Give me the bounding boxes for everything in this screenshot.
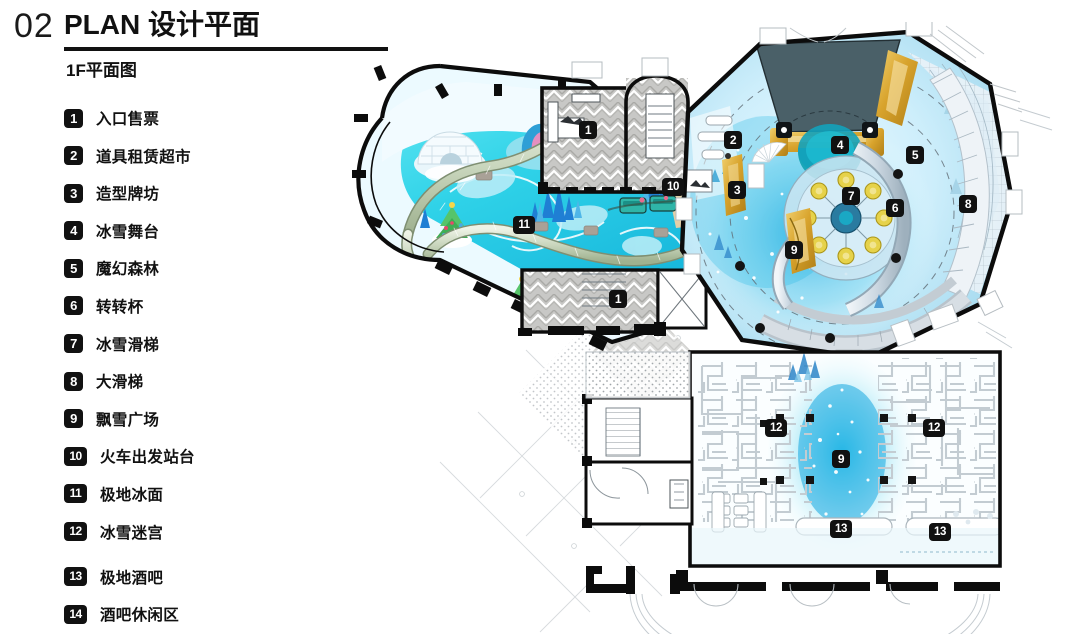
legend-label-7: 冰雪滑梯 [96,336,160,354]
legend-item-4[interactable]: 4 冰雪舞台 [64,221,294,241]
columns [760,414,916,485]
legend-label-2: 道具租赁超市 [96,148,191,166]
section-number: 02 [14,7,54,45]
marker-bar-west[interactable]: 13 [830,520,852,538]
legend-badge-2: 2 [64,146,83,166]
legend-badge-8: 8 [64,371,83,391]
stage-fan [751,142,787,163]
legend-badge-7: 7 [64,334,83,354]
title-underline [64,47,388,51]
legend-label-4: 冰雪舞台 [96,223,160,241]
marker-big-slide[interactable]: 8 [959,195,977,213]
marker-prop-rental[interactable]: 2 [724,131,742,149]
legend-item-9[interactable]: 9 飘雪广场 [64,409,294,429]
kiosk [685,169,713,193]
legend-badge-12: 12 [64,522,87,542]
entry-canopy [629,593,991,634]
marker-snow-plaza-upper[interactable]: 9 [785,241,803,259]
legend-label-12: 冰雪迷宫 [100,524,164,542]
legend-label-13: 极地酒吧 [100,569,164,587]
marker-train-station[interactable]: 10 [662,178,684,196]
legend-badge-3: 3 [64,183,83,203]
marker-archway[interactable]: 3 [728,181,746,199]
south-entry [586,566,1000,634]
legend-badge-13: 13 [64,567,87,587]
legend-label-9: 飘雪广场 [96,411,160,429]
marker-polar-ice[interactable]: 11 [513,216,535,234]
bollards [735,169,903,343]
legend-badge-14: 14 [64,604,87,624]
page-title: PLAN 设计平面 [64,9,261,40]
legend-list: 1 入口售票 2 道具租赁超市 3 造型牌坊 4 冰雪舞台 5 魔幻森林 6 转转杯 7 冰雪滑梯 8 大滑梯… [64,108,294,642]
legend-badge-11: 11 [64,484,87,504]
teacup-ride [783,155,909,281]
misc-lines [977,107,1053,349]
service-core [582,351,694,528]
legend-label-3: 造型牌坊 [96,186,160,204]
maze-east [878,358,996,522]
legend-label-6: 转转杯 [96,298,144,316]
legend-item-7[interactable]: 7 冰雪滑梯 [64,334,294,354]
legend-label-11: 极地冰面 [100,486,164,504]
door-swings [693,583,911,607]
legend-label-8: 大滑梯 [96,374,144,392]
marker-maze-west[interactable]: 12 [765,419,787,437]
legend-item-12[interactable]: 12 冰雪迷宫 [64,522,294,542]
seating [711,491,767,533]
legend-label-5: 魔幻森林 [96,261,160,279]
legend-badge-1: 1 [64,108,83,128]
marker-maze-east[interactable]: 12 [923,419,945,437]
legend-item-2[interactable]: 2 道具租赁超市 [64,146,294,166]
legend-item-6[interactable]: 6 转转杯 [64,296,294,316]
entry-building-north [538,57,690,194]
marker-bar-east[interactable]: 13 [929,523,951,541]
legend-item-5[interactable]: 5 魔幻森林 [64,258,294,278]
legend-item-14[interactable]: 14 酒吧休闲区 [64,604,294,624]
legend-item-11[interactable]: 11 极地冰面 [64,484,294,504]
legend-item-10[interactable]: 10 火车出发站台 [64,446,294,466]
marker-snow-plaza-lower[interactable]: 9 [832,450,850,468]
floor-plan-drawing [352,22,1053,634]
legend-badge-4: 4 [64,221,83,241]
marker-teacups[interactable]: 6 [886,199,904,217]
marker-entry-ticket-south[interactable]: 1 [609,290,627,308]
marker-magic-forest[interactable]: 5 [906,146,924,164]
legend-badge-6: 6 [64,296,83,316]
page-subtitle: 1F平面图 [66,61,137,80]
legend-item-13[interactable]: 13 极地酒吧 [64,567,294,587]
legend-label-14: 酒吧休闲区 [100,607,180,625]
legend-item-1[interactable]: 1 入口售票 [64,108,294,128]
plaza-crystals [788,352,820,382]
marker-ice-slide[interactable]: 7 [842,187,860,205]
legend-label-10: 火车出发站台 [100,449,195,467]
legend-badge-9: 9 [64,409,83,429]
plan-fragments [747,163,959,348]
legend-label-1: 入口售票 [96,111,160,128]
slide-header: 02 PLAN 设计平面 1F平面图 [0,0,420,90]
marker-entry-ticket-north[interactable]: 1 [579,121,597,139]
stair-run [648,105,672,147]
page-title-wrap: PLAN 设计平面 [64,8,394,41]
marker-ice-stage[interactable]: 4 [831,136,849,154]
legend-item-8[interactable]: 8 大滑梯 [64,371,294,391]
legend-badge-10: 10 [64,446,87,466]
legend-item-3[interactable]: 3 造型牌坊 [64,183,294,203]
legend-badge-5: 5 [64,258,83,278]
